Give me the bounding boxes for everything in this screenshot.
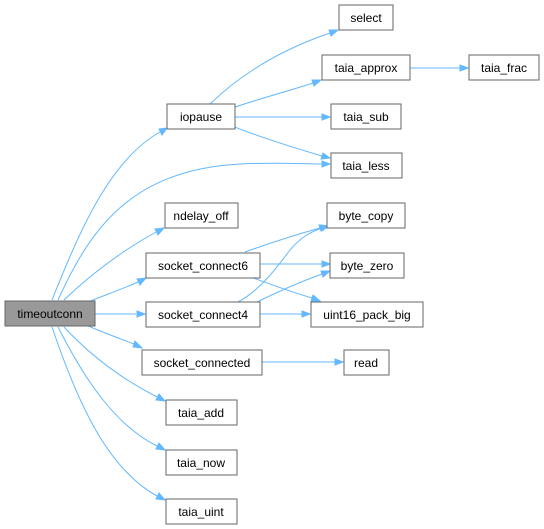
node-label: byte_zero [341,259,394,273]
arrow-head [310,294,322,302]
arrow-head [136,310,147,318]
node-taia_approx[interactable]: taia_approx [321,54,411,81]
node-socket_connected[interactable]: socket_connected [141,349,263,376]
edge-iopause-select [209,32,331,105]
arrow-head [459,64,470,72]
edge-socket_connect6-byte_copy [244,227,321,253]
node-taia_less[interactable]: taia_less [330,152,403,179]
arrow-head [328,29,340,37]
node-taia_uint[interactable]: taia_uint [165,498,238,525]
node-label: uint16_pack_big [323,308,410,322]
edge-timeoutconn-socket_connect6 [87,281,139,303]
arrow-head [334,358,345,366]
node-label: taia_sub [343,110,389,124]
node-uint16_pack_big[interactable]: uint16_pack_big [310,301,424,328]
edge-socket_connect4-byte_zero [254,273,323,304]
arrow-head [132,340,144,349]
arrow-head [155,393,167,402]
node-label: byte_copy [339,209,394,223]
node-label: taia_add [178,406,224,420]
edge-iopause-taia_less [231,125,323,157]
arrow-head [155,492,167,501]
arrow-head [136,277,148,286]
node-byte_zero[interactable]: byte_zero [329,252,405,279]
edge-timeoutconn-taia_less [57,162,323,301]
edge-iopause-taia_approx [231,82,314,109]
node-ndelay_off[interactable]: ndelay_off [164,202,239,229]
node-label: read [354,356,378,370]
node-taia_add[interactable]: taia_add [165,399,238,426]
arrow-head [311,79,323,87]
node-read[interactable]: read [343,349,390,376]
arrow-head [321,160,332,168]
node-label: timeoutconn [17,307,82,321]
node-iopause[interactable]: iopause [166,103,236,130]
node-label: socket_connect6 [158,259,248,273]
node-label: ndelay_off [173,209,229,223]
edge-socket_connect6-uint16_pack_big [247,275,313,299]
node-socket_connect6[interactable]: socket_connect6 [145,252,261,279]
node-label: socket_connected [154,356,251,370]
node-taia_sub[interactable]: taia_sub [330,103,402,130]
node-select[interactable]: select [338,4,394,31]
node-label: iopause [180,110,222,124]
node-timeoutconn[interactable]: timeoutconn [4,300,96,327]
arrow-head [154,227,166,236]
node-socket_connect4[interactable]: socket_connect4 [145,301,261,328]
edge-timeoutconn-socket_connected [87,325,135,345]
edge-timeoutconn-taia_now [57,326,158,447]
node-label: select [350,11,382,25]
node-byte_copy[interactable]: byte_copy [326,202,406,229]
edge-timeoutconn-taia_uint [51,326,158,497]
node-label: socket_connect4 [158,308,248,322]
arrow-head [158,127,169,136]
node-label: taia_uint [178,505,224,519]
arrow-head [321,113,332,121]
arrow-head [321,260,332,268]
node-label: taia_frac [481,61,527,75]
edges-layer [51,29,470,501]
edge-socket_connect4-byte_copy [237,227,323,303]
edge-timeoutconn-taia_add [63,326,158,398]
node-label: taia_now [177,456,225,470]
arrow-head [320,270,332,278]
arrow-head [320,152,332,160]
node-label: taia_approx [335,61,398,75]
edge-timeoutconn-ndelay_off [63,231,157,301]
arrow-head [301,310,312,318]
node-label: taia_less [342,159,389,173]
nodes-layer: timeoutconn iopause select taia_approx t… [4,4,540,525]
node-taia_frac[interactable]: taia_frac [468,54,540,81]
node-taia_now[interactable]: taia_now [165,449,238,476]
edge-timeoutconn-iopause [51,131,161,301]
arrow-head [155,442,167,451]
